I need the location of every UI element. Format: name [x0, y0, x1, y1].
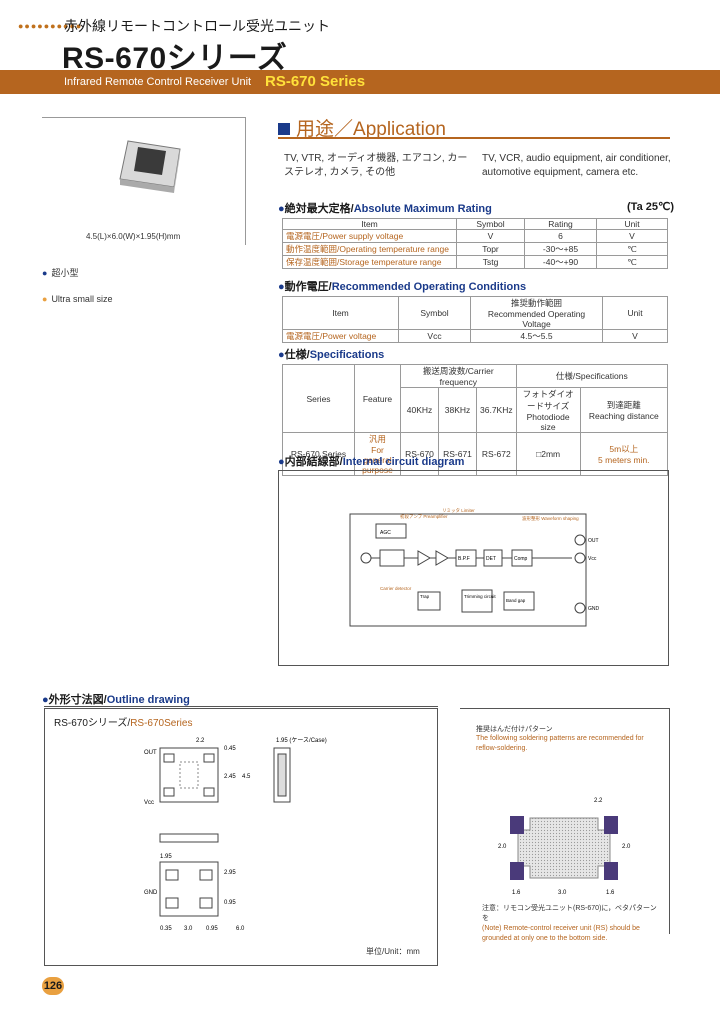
- condition-label: (Ta 25℃): [627, 201, 674, 213]
- limiter-label: リミッタ Limiter: [442, 507, 475, 514]
- det-label: DET: [486, 556, 496, 562]
- svg-text:6.0: 6.0: [236, 926, 245, 932]
- application-text-en: TV, VCR, audio equipment, air conditione…: [482, 153, 671, 178]
- svg-text:2.0: 2.0: [498, 844, 507, 850]
- svg-text:3.0: 3.0: [558, 890, 567, 896]
- abs-max-table: Item Symbol Rating Unit 電源電圧/Power suppl…: [282, 218, 668, 269]
- vcc-pin-label: Vcc: [588, 556, 597, 562]
- svg-text:1.95: 1.95: [160, 854, 172, 860]
- specs-table: Series Feature 搬送周波数/Carrier frequency 仕…: [282, 364, 669, 476]
- photo-caption: 4.5(L)×6.0(W)×1.95(H)mm: [86, 232, 181, 241]
- abs-max-heading: ●絶対最大定格/Absolute Maximum Rating: [278, 203, 492, 215]
- svg-text:2.95: 2.95: [224, 870, 236, 876]
- bpf-label: B.P.F: [458, 556, 470, 562]
- solder-pattern: 2.2 2.0 1.6 3.0 1.6 2.0: [498, 798, 631, 896]
- specs-heading: ●仕様/Specifications: [278, 349, 385, 361]
- product-photo: [119, 140, 181, 193]
- band-subtitle: Infrared Remote Control Receiver Unit: [64, 76, 252, 88]
- application-heading: 用途／Application: [278, 114, 446, 141]
- case-label: 1.95 (ケース/Case): [276, 737, 327, 744]
- outline-heading: ●外形寸法図/Outline drawing: [42, 694, 190, 706]
- svg-text:0.95: 0.95: [206, 926, 218, 932]
- outline-subtitle: RS-670シリーズ/RS-670Series: [54, 718, 193, 729]
- title-jp: 赤外線リモートコントロール受光ユニット: [64, 18, 330, 34]
- band-model: RS-670 Series: [265, 73, 366, 90]
- svg-text:2.0: 2.0: [622, 844, 631, 850]
- pin-out-label: OUT: [144, 750, 157, 756]
- svg-text:2.2: 2.2: [594, 798, 603, 804]
- circuit-diagram: AGC 初段アンプ Preamplifier リミッタ Limiter 波形整形…: [349, 507, 600, 627]
- solder-title: 推奨はんだ付けパターン: [476, 726, 553, 733]
- photo-frame: [42, 117, 246, 245]
- outline-figure: OUT Vcc 2.2 0.45 2.45 4.5 1.95 (ケース/Case…: [144, 737, 327, 932]
- feature-item: ●Ultra small size: [42, 294, 113, 304]
- pin-gnd-label: GND: [144, 890, 158, 896]
- svg-text:1.6: 1.6: [606, 890, 615, 896]
- feature-item: ●超小型: [42, 268, 79, 278]
- svg-text:4.5: 4.5: [242, 774, 251, 780]
- pin-vcc-label: Vcc: [144, 800, 154, 806]
- page-title: RS-670シリーズ: [62, 42, 288, 75]
- trimming-label: Trimming circuit: [464, 594, 496, 599]
- table-row: 動作温度範囲/Operating temperature range Topr-…: [282, 242, 668, 256]
- agc-label: AGC: [380, 530, 391, 536]
- table-row: 保存温度範囲/Storage temperature range Tstg-40…: [282, 255, 668, 269]
- trap-label: Trap: [420, 594, 430, 599]
- header-dots: ●●●●●●●●●●: [18, 21, 83, 31]
- recommended-heading: ●動作電圧/Recommended Operating Conditions: [278, 281, 527, 293]
- outline-frame: [44, 708, 438, 966]
- svg-text:2.2: 2.2: [196, 738, 205, 744]
- gnd-pin-label: GND: [588, 606, 600, 612]
- svg-text:0.35: 0.35: [160, 926, 172, 932]
- svg-text:3.0: 3.0: [184, 926, 193, 932]
- svg-text:1.6: 1.6: [512, 890, 521, 896]
- solder-text: The following soldering patterns are rec…: [476, 735, 644, 752]
- divider: [44, 706, 438, 707]
- solder-note: 注意：リモコン受光ユニット(RS-670)に，ベタパターンを(Note) Rem…: [482, 905, 657, 942]
- application-text-jp: TV, VTR, オーディオ機器, エアコン, カーステレオ, カメラ, その他: [284, 153, 468, 178]
- solder-frame: [460, 708, 670, 934]
- circuit-frame: [278, 470, 669, 666]
- svg-text:0.45: 0.45: [224, 746, 236, 752]
- title-band: [0, 70, 720, 94]
- svg-text:0.95: 0.95: [224, 900, 236, 906]
- waveform-label: 波形整形 Waveform shaping: [522, 515, 579, 522]
- preamp-label: 初段アンプ Preamplifier: [400, 513, 448, 520]
- out-pin-label: OUT: [588, 538, 599, 544]
- svg-text:2.45: 2.45: [224, 774, 236, 780]
- circuit-heading: ●内部結線部/Internal circuit diagram: [278, 456, 465, 468]
- divider: [278, 137, 670, 139]
- comp-label: Comp: [514, 556, 528, 562]
- carrier-label: Carrier detector: [380, 586, 412, 591]
- bandgap-label: Band gap: [506, 598, 526, 603]
- page-number: 126: [42, 977, 64, 995]
- unit-label: 単位/Unit：mm: [366, 947, 420, 956]
